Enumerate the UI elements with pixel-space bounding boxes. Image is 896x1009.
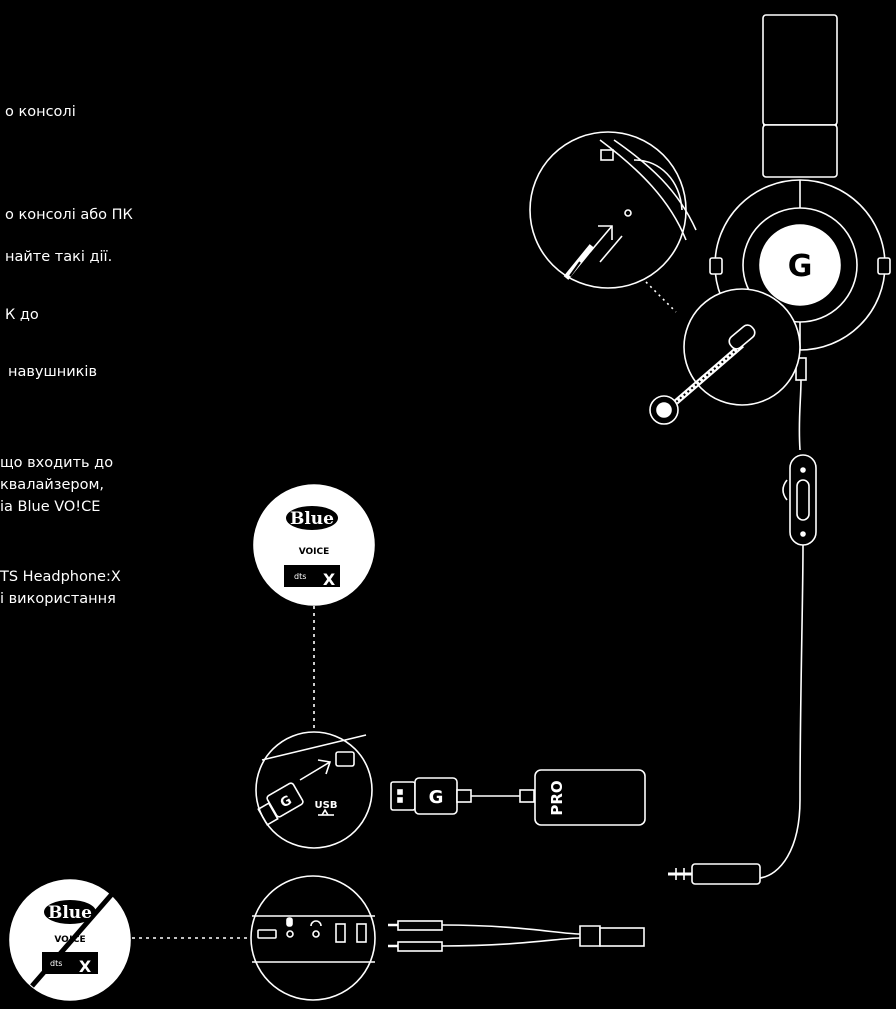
badge-dts-text: dts bbox=[294, 572, 306, 581]
badge2-voice-text: VO!CE bbox=[54, 935, 85, 945]
text-line-6: що входить до bbox=[0, 455, 114, 471]
y-splitter-cable bbox=[388, 920, 645, 952]
badge2-dts-text: dts bbox=[50, 959, 62, 968]
text-line-8: ia Blue VO!CE bbox=[0, 499, 101, 515]
text-line-2: о консолі або ПК bbox=[5, 207, 133, 223]
text-line-3: найте такі дії. bbox=[5, 249, 113, 265]
badge-dts-x-text: X bbox=[323, 570, 336, 589]
boom-mic-inset bbox=[649, 288, 801, 425]
mic-port-inset bbox=[529, 131, 697, 313]
badge-voice-text: VOICE bbox=[299, 547, 330, 557]
g-logo-headset: G bbox=[788, 249, 813, 284]
text-line-9: TS Headphone:X bbox=[0, 569, 121, 585]
text-line-1: о консолі bbox=[5, 104, 76, 120]
text-line-10: і використання bbox=[0, 591, 116, 607]
g-logo-dac: G bbox=[429, 787, 444, 808]
headset-illustration bbox=[668, 14, 891, 885]
blue-voice-disabled-badge bbox=[9, 879, 131, 1001]
usb-dac bbox=[390, 769, 646, 826]
badge2-dts-x-text: X bbox=[79, 957, 92, 976]
usb-port-inset bbox=[255, 731, 373, 849]
blue-voice-badge bbox=[253, 484, 375, 606]
pro-label: PRO bbox=[548, 780, 566, 815]
badge2-blue-text: Blue bbox=[48, 903, 92, 923]
analog-port-inset bbox=[250, 875, 376, 1001]
text-line-7: квалайзером, bbox=[0, 477, 105, 493]
text-line-5: навушників bbox=[8, 364, 97, 380]
usb-label: USB bbox=[315, 800, 338, 811]
badge-blue-text: Blue bbox=[290, 509, 334, 529]
text-line-4: К до bbox=[5, 307, 39, 323]
